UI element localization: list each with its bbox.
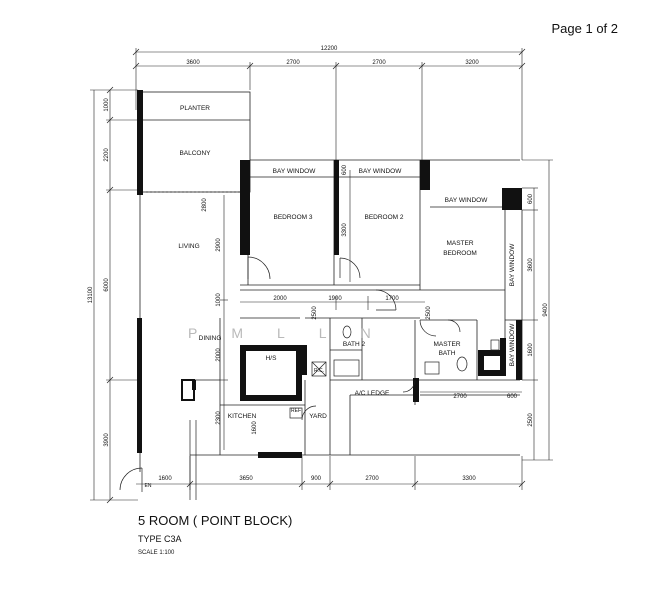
room-dining: DINING [199,335,222,342]
room-labels: PLANTER BALCONY LIVING DINING BEDROOM 3 … [145,105,516,489]
room-master-bedroom-2: BEDROOM [443,250,477,257]
sanitary-fixtures [189,325,500,500]
room-bay-window-b3: BAY WINDOW [273,168,317,175]
left-dim-1: 1000 [104,98,110,112]
room-yard: YARD [309,413,327,420]
left-dim-4: 3900 [104,433,110,447]
right-dim-2: 3600 [528,258,534,272]
room-ac-ledge: A/C LEDGE [355,390,390,397]
inner-dim-corridor-1: 2500 [312,306,318,320]
inner-dim-kitchen: 2300 [216,411,222,425]
room-bay-window-side-2: BAY WINDOW [509,323,516,367]
inner-dim-living-width: 2800 [202,198,208,212]
structural-walls [137,90,522,458]
inner-dim-bed3: 2000 [273,296,287,302]
inner-dim-bed2-h: 3300 [342,223,348,237]
entrance-label: EN [145,483,152,489]
room-bay-window-side-1: BAY WINDOW [509,243,516,287]
title-block: 5 ROOM ( POINT BLOCK) TYPE C3A SCALE 1:1… [138,513,292,556]
room-hs: H/S [266,355,278,362]
inner-dim-corridor-2: 2500 [426,306,432,320]
inner-dim-bath: 1700 [385,296,399,302]
bottom-dim-5: 3300 [462,476,476,482]
bottom-dim-2: 3650 [239,476,253,482]
inner-dim-gap: 1000 [216,293,222,307]
room-bay-window-mb: BAY WINDOW [445,197,489,204]
inner-dim-bay: 600 [342,164,348,175]
top-dim-1: 3600 [186,60,200,66]
room-living: LIVING [178,243,199,250]
page-indicator: Page 1 of 2 [551,21,619,36]
top-dim-4: 3200 [465,60,479,66]
room-bay-window-b2: BAY WINDOW [359,168,403,175]
interior-lines [139,91,523,472]
room-master-bath-1: MASTER [433,341,460,348]
top-dim-2: 2700 [286,60,300,66]
overall-height-label: 13100 [88,286,94,303]
right-dim-1: 600 [528,193,534,204]
top-dim-3: 2700 [372,60,386,66]
room-master-bedroom-1: MASTER [446,240,473,247]
bottom-dim-3: 900 [311,476,322,482]
room-kitchen: KITCHEN [228,413,257,420]
watermark-text: PMLLN [188,325,405,341]
left-dim-3: 6000 [104,278,110,292]
door-swings [119,256,461,492]
inner-dim-bed2: 1900 [328,296,342,302]
right-total-label: 9400 [543,303,549,317]
plan-title: 5 ROOM ( POINT BLOCK) [138,513,293,528]
plan-scale: SCALE 1:100 [138,550,175,556]
rc-label: R.C. [314,368,324,374]
overall-width-label: 12200 [321,46,338,52]
inner-dim-dining: 2000 [216,348,222,362]
dimension-labels: 12200 3600 2700 2700 3200 13100 1000 220… [88,46,549,482]
dimension-ticks [106,48,526,504]
room-balcony: BALCONY [179,150,211,157]
inner-dim-living: 2900 [216,238,222,252]
right-dim-3: 1600 [528,343,534,357]
bottom-dim-1: 1600 [158,476,172,482]
inner-dim-master-bath: 2700 [453,394,467,400]
inner-dim-kitchen-w: 1600 [252,421,258,435]
right-dim-4: 2500 [528,413,534,427]
inner-dim-master-bath-side: 600 [507,394,518,400]
room-bedroom2: BEDROOM 2 [364,214,403,221]
room-bedroom3: BEDROOM 3 [273,214,312,221]
left-dim-2: 2200 [104,148,110,162]
plan-type: TYPE C3A [138,534,182,544]
room-bath2: BATH 2 [343,341,366,348]
dimension-lines [90,48,553,501]
refuse-chute-label: REF [291,408,301,414]
bottom-dim-4: 2700 [365,476,379,482]
room-master-bath-2: BATH [439,350,456,357]
room-planter: PLANTER [180,105,210,112]
